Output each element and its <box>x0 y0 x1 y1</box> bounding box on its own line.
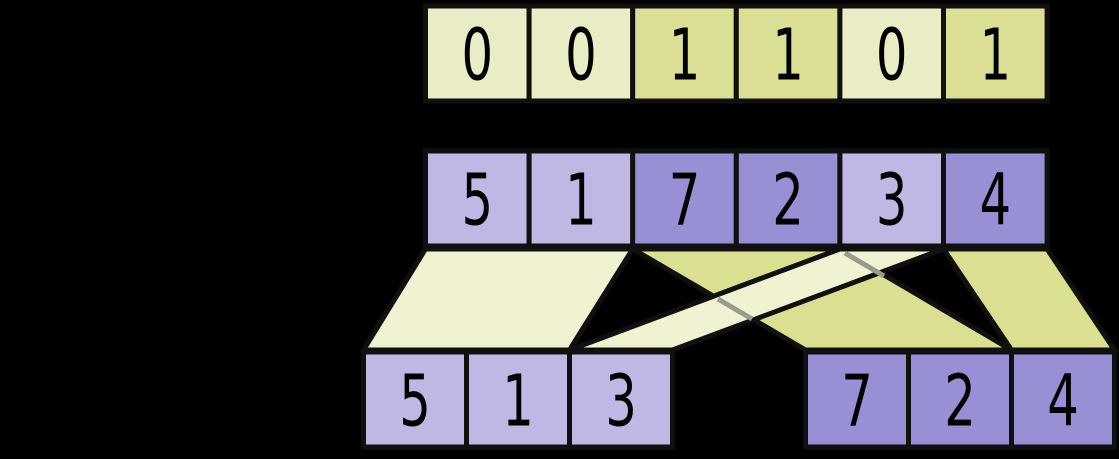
input-row-value-4: 3 <box>876 160 908 242</box>
input-row-value-2: 7 <box>669 160 701 242</box>
output-left-row-value-0: 5 <box>399 361 431 443</box>
flags-row-cell-5 <box>941 3 1050 104</box>
flags-row-cell-2 <box>630 3 739 104</box>
input-row-cell-1 <box>526 148 636 249</box>
flags-row-value-4: 0 <box>876 15 908 97</box>
input-row-value-5: 4 <box>979 160 1011 242</box>
flags-row-value-2: 1 <box>669 15 701 97</box>
flags-row-value-1: 0 <box>565 15 597 97</box>
input-row-cell-2 <box>630 148 739 249</box>
input-row-cell-3 <box>733 148 843 249</box>
input-row-value-0: 5 <box>461 160 493 242</box>
output-right-row-cell-0 <box>803 349 911 450</box>
flags-row-cell-4 <box>837 3 947 104</box>
output-left-row-cell-2 <box>567 349 675 450</box>
output-right-row-value-1: 2 <box>944 361 976 443</box>
output-right-row-value-0: 7 <box>841 361 873 443</box>
flags-row-cell-0 <box>423 3 532 104</box>
flags-row-value-0: 0 <box>461 15 493 97</box>
output-right-row-cell-2 <box>1009 349 1117 450</box>
output-right-row-value-2: 4 <box>1047 361 1079 443</box>
input-row-value-1: 1 <box>565 160 597 242</box>
occluded-edge-upper <box>843 250 886 279</box>
occluded-edge-lower <box>716 296 754 322</box>
input-row-cell-5 <box>941 148 1050 249</box>
output-left-row-value-1: 1 <box>502 361 534 443</box>
output-left-row-cell-0 <box>361 349 469 450</box>
flags-row-value-3: 1 <box>772 15 804 97</box>
input-row-value-3: 2 <box>772 160 804 242</box>
flags-row-value-5: 1 <box>979 15 1011 97</box>
output-left-row-value-2: 3 <box>605 361 637 443</box>
